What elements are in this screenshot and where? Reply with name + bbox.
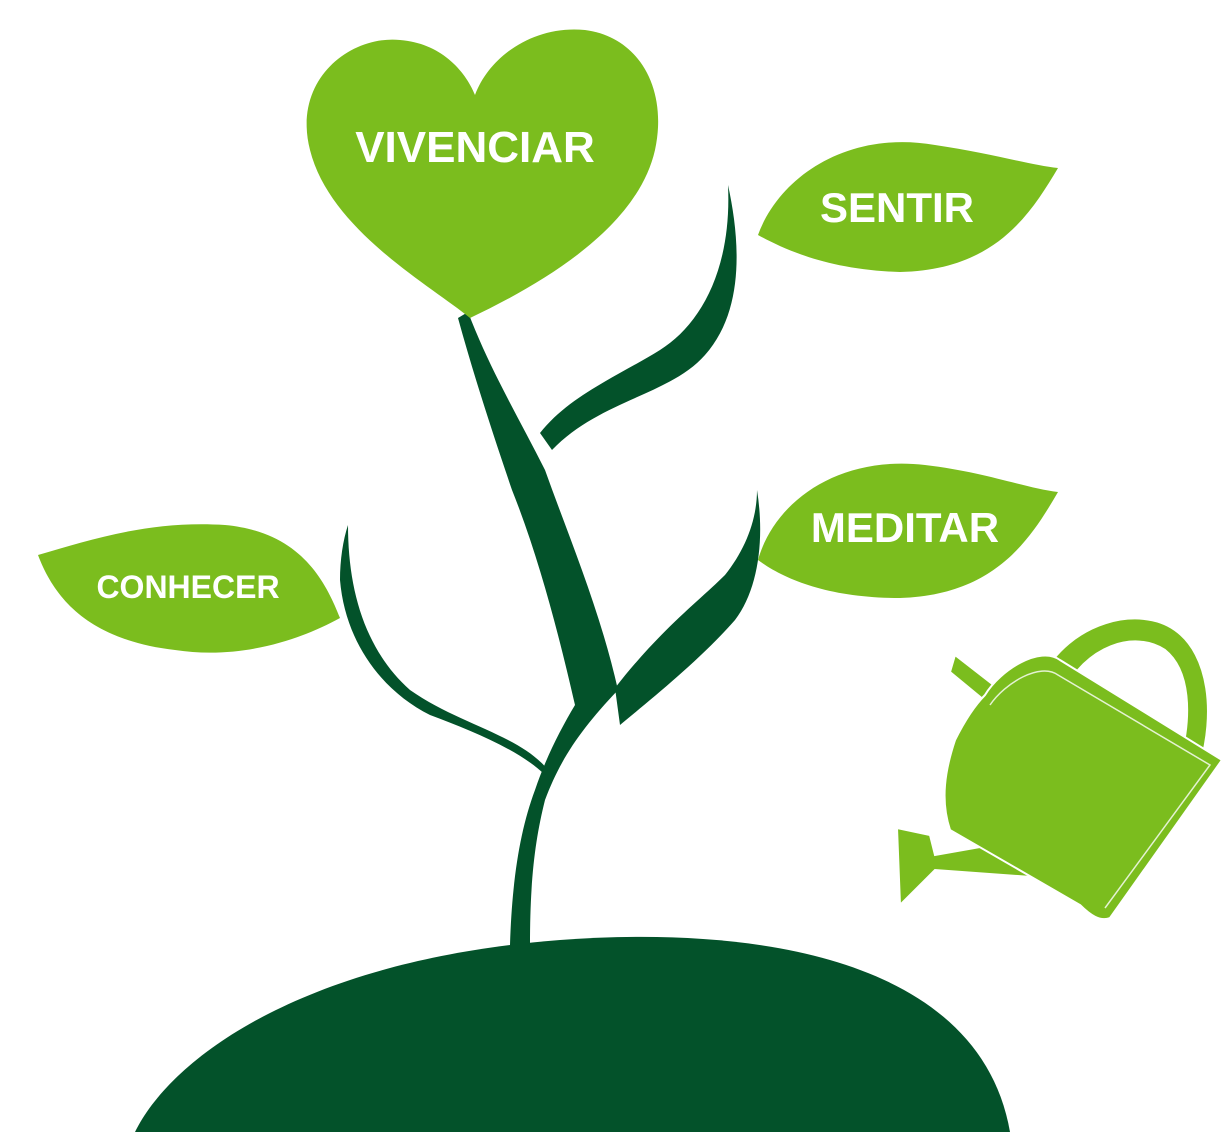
- watering-can-icon: [895, 617, 1224, 921]
- label-vivenciar: VIVENCIAR: [355, 123, 595, 172]
- label-sentir: SENTIR: [820, 184, 974, 231]
- main-stem: [458, 312, 618, 945]
- leaf-conhecer-shape: [38, 524, 340, 653]
- branch-left: [340, 525, 548, 775]
- leaf-sentir-shape: [758, 142, 1058, 272]
- branch-lower-right: [615, 490, 761, 725]
- label-meditar: MEDITAR: [811, 504, 999, 551]
- branch-upper-right: [540, 185, 737, 450]
- label-conhecer: CONHECER: [96, 569, 279, 605]
- heart-shape: [306, 29, 659, 318]
- soil-mound: [135, 936, 1010, 1132]
- leaf-meditar-shape: [758, 463, 1058, 598]
